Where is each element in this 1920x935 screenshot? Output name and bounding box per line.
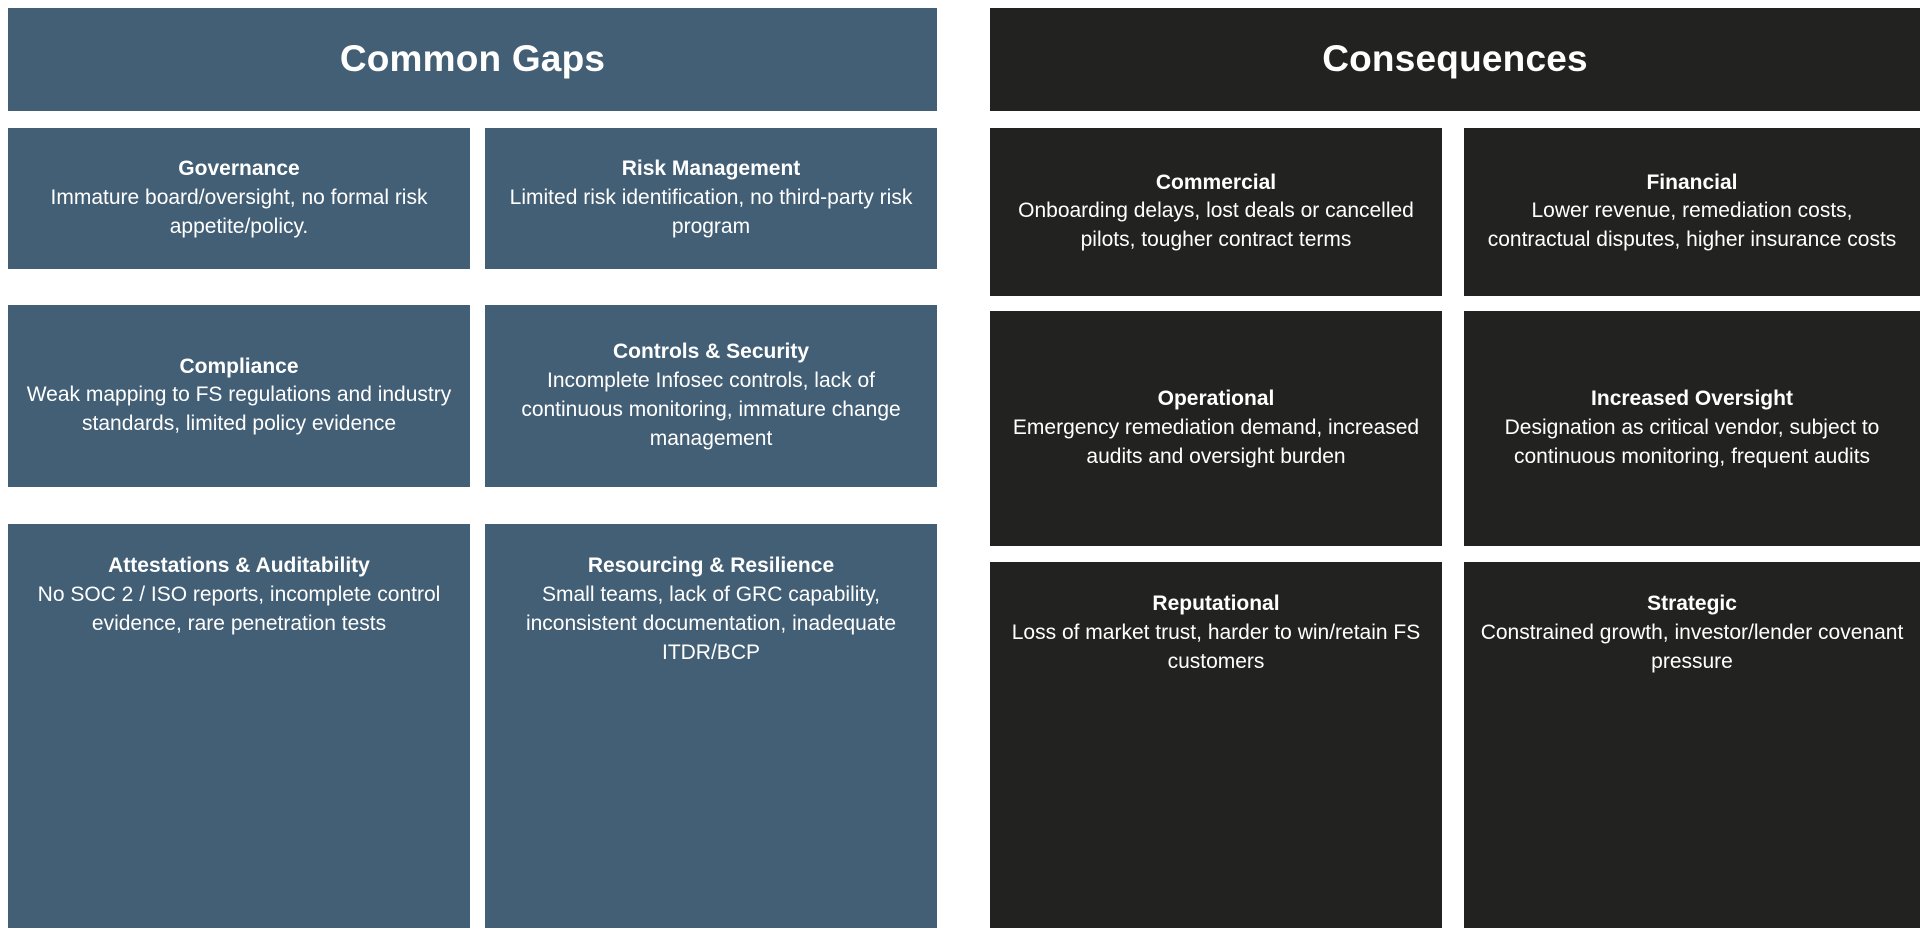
card-title: Controls & Security bbox=[612, 340, 810, 364]
column-consequences: Consequences Commercial Onboarding delay… bbox=[990, 0, 1920, 935]
card-body: Loss of market trust, harder to win/reta… bbox=[1011, 620, 1421, 673]
card-body: Incomplete Infosec controls, lack of con… bbox=[521, 368, 901, 450]
card-body: Limited risk identification, no third-pa… bbox=[509, 185, 913, 238]
card-body: Weak mapping to FS regulations and indus… bbox=[26, 383, 452, 436]
card-body: Onboarding delays, lost deals or cancell… bbox=[1018, 199, 1414, 252]
card-title: Governance bbox=[178, 157, 300, 181]
card-body: Designation as critical vendor, subject … bbox=[1504, 415, 1880, 468]
card-attestations-and-auditability[interactable]: Attestations & Auditability No SOC 2 / I… bbox=[8, 524, 470, 928]
column-header-title: Common Gaps bbox=[339, 38, 606, 80]
card-title: Strategic bbox=[1647, 592, 1737, 615]
card-title: Financial bbox=[1646, 170, 1738, 194]
card-body: Constrained growth, investor/lender cove… bbox=[1480, 620, 1904, 673]
card-risk-management[interactable]: Risk Management Limited risk identificat… bbox=[485, 128, 937, 269]
card-controls-and-security[interactable]: Controls & Security Incomplete Infosec c… bbox=[485, 305, 937, 487]
card-reputational[interactable]: Reputational Loss of market trust, harde… bbox=[990, 562, 1442, 928]
card-compliance[interactable]: Compliance Weak mapping to FS regulation… bbox=[8, 305, 470, 487]
card-body: Emergency remediation demand, increased … bbox=[1012, 415, 1420, 468]
column-common-gaps: Common Gaps Governance Immature board/ov… bbox=[8, 0, 937, 935]
card-title: Increased Oversight bbox=[1591, 387, 1793, 411]
card-body: Immature board/oversight, no formal risk… bbox=[50, 185, 428, 238]
card-operational[interactable]: Operational Emergency remediation demand… bbox=[990, 311, 1442, 546]
card-commercial[interactable]: Commercial Onboarding delays, lost deals… bbox=[990, 128, 1442, 296]
card-increased-oversight[interactable]: Increased Oversight Designation as criti… bbox=[1464, 311, 1920, 546]
card-body: Lower revenue, remediation costs, contra… bbox=[1487, 199, 1897, 252]
column-header-consequences: Consequences bbox=[990, 8, 1920, 111]
card-body: No SOC 2 / ISO reports, incomplete contr… bbox=[37, 582, 441, 635]
card-strategic[interactable]: Strategic Constrained growth, investor/l… bbox=[1464, 562, 1920, 928]
card-title: Compliance bbox=[179, 354, 299, 378]
card-title: Reputational bbox=[1152, 592, 1280, 615]
card-governance[interactable]: Governance Immature board/oversight, no … bbox=[8, 128, 470, 269]
column-header-title: Consequences bbox=[1322, 38, 1588, 80]
card-resourcing-and-resilience[interactable]: Resourcing & Resilience Small teams, lac… bbox=[485, 524, 937, 928]
card-title: Attestations & Auditability bbox=[108, 554, 370, 577]
card-title: Commercial bbox=[1155, 170, 1277, 194]
card-financial[interactable]: Financial Lower revenue, remediation cos… bbox=[1464, 128, 1920, 296]
card-body: Small teams, lack of GRC capability, inc… bbox=[525, 582, 897, 664]
column-header-common-gaps: Common Gaps bbox=[8, 8, 937, 111]
card-title: Resourcing & Resilience bbox=[587, 554, 835, 577]
card-title: Risk Management bbox=[621, 157, 801, 181]
card-title: Operational bbox=[1157, 387, 1275, 411]
